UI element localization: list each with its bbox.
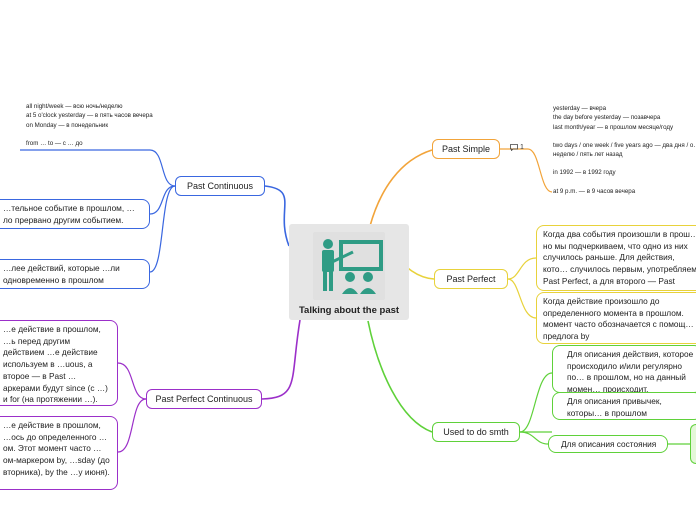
connector-ppc-1 xyxy=(117,362,147,400)
past-perfect-continuous-label: Past Perfect Continuous xyxy=(155,394,253,404)
leaf-text: Для описания действия, которое происходи… xyxy=(567,349,694,393)
marker-line: yesterday — вчера xyxy=(553,105,607,112)
connector-past-perfect-2 xyxy=(507,278,537,319)
past-continuous-node[interactable]: Past Continuous xyxy=(175,176,265,196)
past-perfect-continuous-usage-2[interactable]: …е действие в прошлом, …ось до определен… xyxy=(0,416,118,490)
used-to-node[interactable]: Used to do smth xyxy=(432,422,520,442)
marker-gap xyxy=(553,178,696,187)
marker-gap xyxy=(26,130,153,139)
connector-past-continuous-1 xyxy=(149,185,176,215)
comment-indicator[interactable]: 1 xyxy=(510,144,524,151)
used-to-label: Used to do smth xyxy=(443,427,509,437)
past-perfect-usage-2[interactable]: Когда действие произошло до определенног… xyxy=(536,292,696,344)
past-simple-node[interactable]: Past Simple xyxy=(432,139,500,159)
leaf-text: …е действие в прошлом, …ь перед другим д… xyxy=(3,324,108,405)
connector-past-simple xyxy=(369,149,433,227)
connector-past-perfect-continuous xyxy=(261,319,301,400)
past-continuous-label: Past Continuous xyxy=(186,181,254,191)
teacher-at-board-icon xyxy=(313,232,385,300)
marker-line: the day before yesterday — позавчера xyxy=(553,114,661,122)
connector-past-continuous-notes xyxy=(20,149,176,187)
marker-line: last month/year — в прошлом месяце/году xyxy=(553,123,674,131)
marker-line: at 5 o'clock yesterday — в пять часов ве… xyxy=(26,112,153,120)
used-to-usage-1[interactable]: Для описания действия, которое происходи… xyxy=(552,345,696,393)
marker-line: at 9 p.m. — в 9 часов вечера xyxy=(553,187,636,195)
marker-line: on Monday — в понедельник xyxy=(26,121,109,129)
connector-past-simple-notes xyxy=(500,148,553,193)
past-simple-label: Past Simple xyxy=(441,144,491,154)
past-perfect-usage-1[interactable]: Когда два события произошли в прош… но м… xyxy=(536,225,696,291)
leaf-text: Для описания состояния xyxy=(561,439,657,449)
used-to-usage-4-cutoff[interactable] xyxy=(690,424,696,464)
past-perfect-label: Past Perfect xyxy=(446,274,496,284)
marker-line: неделю / пять лет назад xyxy=(553,151,623,159)
connector-past-perfect-1 xyxy=(507,257,537,280)
connector-past-continuous xyxy=(264,185,290,247)
connector-used-to-1 xyxy=(519,372,553,433)
central-topic-title: Talking about the past xyxy=(298,305,400,316)
used-to-usage-3[interactable]: Для описания состояния xyxy=(548,435,668,453)
past-continuous-usage-1[interactable]: …тельное событие в прошлом, …ло прервано… xyxy=(0,199,150,229)
past-continuous-markers: all night/week — всю ночь/неделю at 5 o'… xyxy=(26,102,153,148)
past-simple-markers: yesterday — вчера the day before yesterd… xyxy=(553,104,696,196)
leaf-text: …лее действий, которые …ли одновременно … xyxy=(3,263,120,285)
connector-used-to xyxy=(367,320,433,433)
connector-used-to-3 xyxy=(519,431,549,445)
central-topic[interactable]: Talking about the past xyxy=(289,224,409,320)
marker-line: all night/week — всю ночь/неделю xyxy=(26,103,123,110)
marker-line: two days / one week / five years ago — д… xyxy=(553,141,696,149)
leaf-text: …тельное событие в прошлом, …ло прервано… xyxy=(3,203,135,225)
used-to-usage-2[interactable]: Для описания привычек, которы… в прошлом xyxy=(552,392,696,420)
marker-gap xyxy=(553,159,696,168)
marker-line: from … to — с … до xyxy=(26,139,83,147)
leaf-text: Когда действие произошло до определенног… xyxy=(543,296,694,342)
past-perfect-continuous-usage-1[interactable]: …е действие в прошлом, …ь перед другим д… xyxy=(0,320,118,406)
past-perfect-continuous-node[interactable]: Past Perfect Continuous xyxy=(146,389,262,409)
leaf-text: Для описания привычек, которы… в прошлом xyxy=(567,396,662,418)
leaf-text: Когда два события произошли в прош… но м… xyxy=(543,229,696,290)
marker-gap xyxy=(553,132,696,141)
past-continuous-usage-2[interactable]: …лее действий, которые …ли одновременно … xyxy=(0,259,150,289)
marker-line: in 1992 — в 1992 году xyxy=(553,169,616,177)
comment-icon xyxy=(510,144,518,151)
connector-past-continuous-2 xyxy=(149,185,176,273)
leaf-text: …е действие в прошлом, …ось до определен… xyxy=(3,420,110,477)
connector-ppc-2 xyxy=(117,398,147,453)
comment-count: 1 xyxy=(520,144,524,151)
past-perfect-node[interactable]: Past Perfect xyxy=(434,269,508,289)
